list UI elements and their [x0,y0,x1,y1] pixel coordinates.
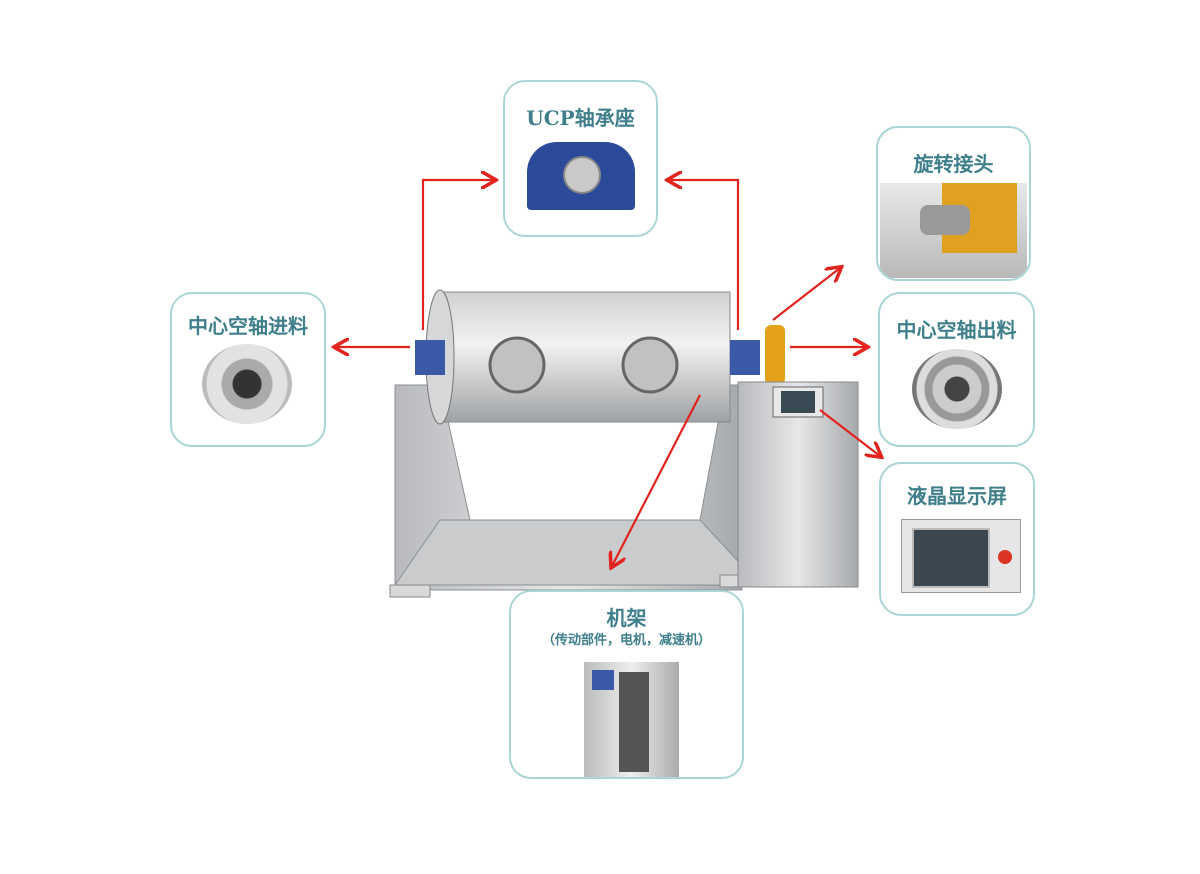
inlet-image [202,344,292,424]
machine-frame [389,384,762,598]
lcd-image [901,519,1021,593]
callout-arrows [336,180,880,566]
outlet-image [912,349,1002,429]
callout-rotary-joint: 旋转接头 [876,126,1031,281]
callout-lcd: 液晶显示屏 [879,462,1035,616]
label-bearing: UCP轴承座 [526,106,635,130]
rotary-joint-image [880,183,1027,278]
label-rotary-joint: 旋转接头 [913,152,994,176]
frame-image [584,662,679,777]
label-lcd: 液晶显示屏 [907,484,1007,508]
drum [415,289,785,425]
label-inlet: 中心空轴进料 [188,314,308,338]
label-frame: 机架 [606,606,647,630]
label-outlet: 中心空轴出料 [896,318,1017,342]
callout-bearing: UCP轴承座 [503,80,658,237]
control-cabinet [737,381,859,588]
callout-outlet: 中心空轴出料 [878,292,1035,447]
callout-inlet: 中心空轴进料 [170,292,326,447]
bearing-image [527,142,635,210]
label-frame-sub: （传动部件，电机，减速机） [541,633,711,648]
callout-frame: 机架 （传动部件，电机，减速机） [509,590,744,779]
